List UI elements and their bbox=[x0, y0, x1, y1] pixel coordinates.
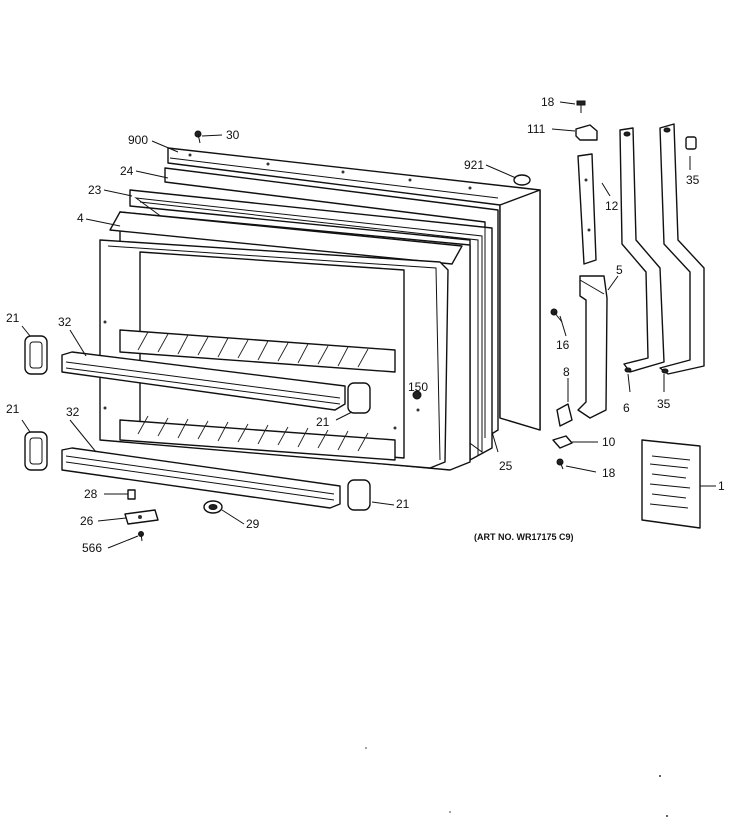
callout-labels: 18 111 900 30 921 12 35 24 23 4 5 21 32 … bbox=[6, 95, 725, 555]
callout-900: 900 bbox=[128, 133, 148, 147]
cover-8 bbox=[556, 403, 573, 427]
handle-cap-35 bbox=[685, 136, 697, 150]
callout-28: 28 bbox=[84, 487, 98, 501]
callout-8: 8 bbox=[563, 365, 570, 379]
inner-door-liner bbox=[99, 211, 471, 471]
hinge-bracket-5 bbox=[577, 275, 608, 419]
callout-16: 16 bbox=[556, 338, 570, 352]
callout-35: 35 bbox=[686, 173, 700, 187]
callout-10: 10 bbox=[602, 435, 616, 449]
handle-bar-35 bbox=[659, 123, 705, 375]
bushing-28 bbox=[127, 489, 136, 500]
scan-specks bbox=[365, 747, 668, 817]
callout-111: 111 bbox=[527, 122, 546, 136]
instruction-booklet-1 bbox=[641, 439, 701, 529]
door-handle-cap-29 bbox=[203, 500, 223, 514]
callout-32: 32 bbox=[58, 315, 72, 329]
callout-18: 18 bbox=[541, 95, 555, 109]
screw-150 bbox=[412, 390, 422, 400]
leader-lines bbox=[21, 101, 716, 549]
callout-30: 30 bbox=[226, 128, 240, 142]
callout-23: 23 bbox=[88, 183, 102, 197]
art-number: (ART NO. WR17175 C9) bbox=[474, 532, 574, 542]
handle-bar-6 bbox=[619, 127, 665, 373]
callout-21: 21 bbox=[6, 311, 20, 325]
callout-21: 21 bbox=[396, 497, 410, 511]
screw-18-bottom bbox=[556, 458, 564, 470]
callout-21: 21 bbox=[6, 402, 20, 416]
callout-21: 21 bbox=[316, 415, 330, 429]
callout-1: 1 bbox=[718, 479, 725, 493]
callout-566: 566 bbox=[82, 541, 102, 555]
outer-door-panel bbox=[167, 147, 541, 431]
shelf-bar-upper bbox=[61, 351, 346, 411]
screw-566 bbox=[138, 531, 144, 542]
screw-18-top bbox=[576, 100, 586, 113]
screw-30 bbox=[194, 130, 202, 144]
callout-29: 29 bbox=[246, 517, 260, 531]
callout-24: 24 bbox=[120, 164, 134, 178]
callout-921: 921 bbox=[464, 158, 484, 172]
screw-16 bbox=[550, 308, 563, 323]
callout-25: 25 bbox=[499, 459, 513, 473]
callout-35: 35 bbox=[657, 397, 671, 411]
bracket-111 bbox=[575, 124, 598, 141]
callout-4: 4 bbox=[77, 211, 84, 225]
callout-12: 12 bbox=[605, 199, 619, 213]
callout-26: 26 bbox=[80, 514, 94, 528]
hinge-bracket-12 bbox=[577, 153, 597, 265]
callout-6: 6 bbox=[623, 401, 630, 415]
shelf-bar-lower bbox=[61, 447, 341, 509]
hinge-plate-26 bbox=[124, 509, 159, 525]
hinge-pin-10 bbox=[552, 435, 573, 449]
shelf-end-cap bbox=[24, 335, 371, 511]
callout-5: 5 bbox=[616, 263, 623, 277]
callout-18: 18 bbox=[602, 466, 616, 480]
callout-32: 32 bbox=[66, 405, 80, 419]
callout-150: 150 bbox=[408, 380, 428, 394]
